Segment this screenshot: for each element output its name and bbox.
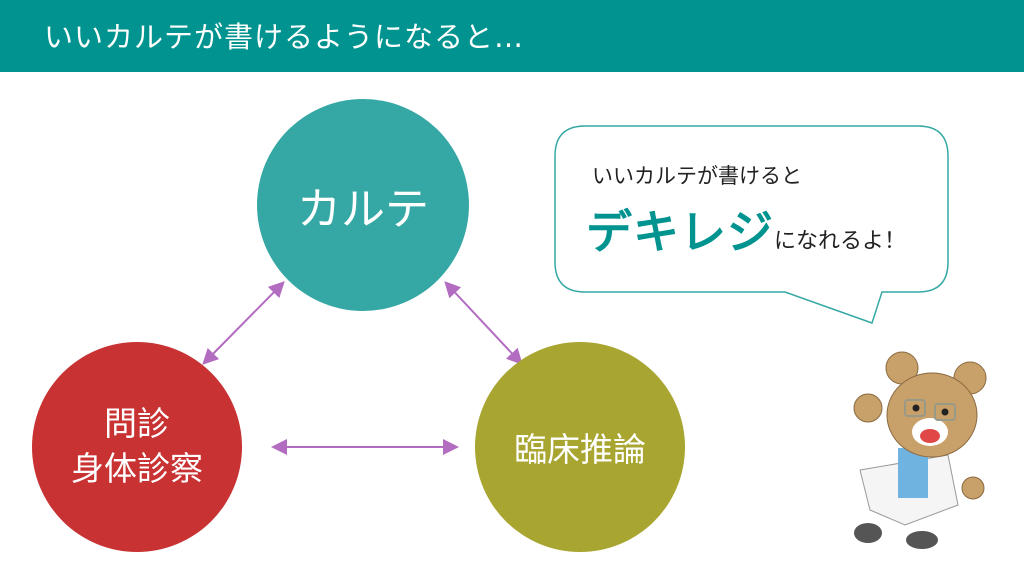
- exam-circle: 問診 身体診察: [32, 342, 242, 552]
- bubble-line1: いいカルテが書けると: [592, 164, 802, 188]
- bear-icon: [853, 351, 987, 549]
- bubble-line2-rest: になれるよ！: [774, 229, 907, 254]
- arrow-karte-exam: [202, 281, 285, 365]
- arrow-karte-reasoning: [444, 281, 523, 365]
- exam-label: 問診 身体診察: [71, 404, 203, 488]
- bubble-line2: デキレジになれるよ！: [586, 196, 906, 262]
- slide-title: いいカルテが書けるようになると…: [44, 20, 525, 54]
- reasoning-label: 臨床推論: [514, 430, 646, 469]
- karte-circle: カルテ: [257, 99, 469, 311]
- bubble-emphasis: デキレジ: [586, 205, 774, 259]
- reasoning-circle: 臨床推論: [475, 342, 685, 552]
- karte-label: カルテ: [297, 184, 429, 235]
- speech-bubble: [554, 125, 949, 324]
- header-bar: いいカルテが書けるようになると…: [0, 0, 1024, 72]
